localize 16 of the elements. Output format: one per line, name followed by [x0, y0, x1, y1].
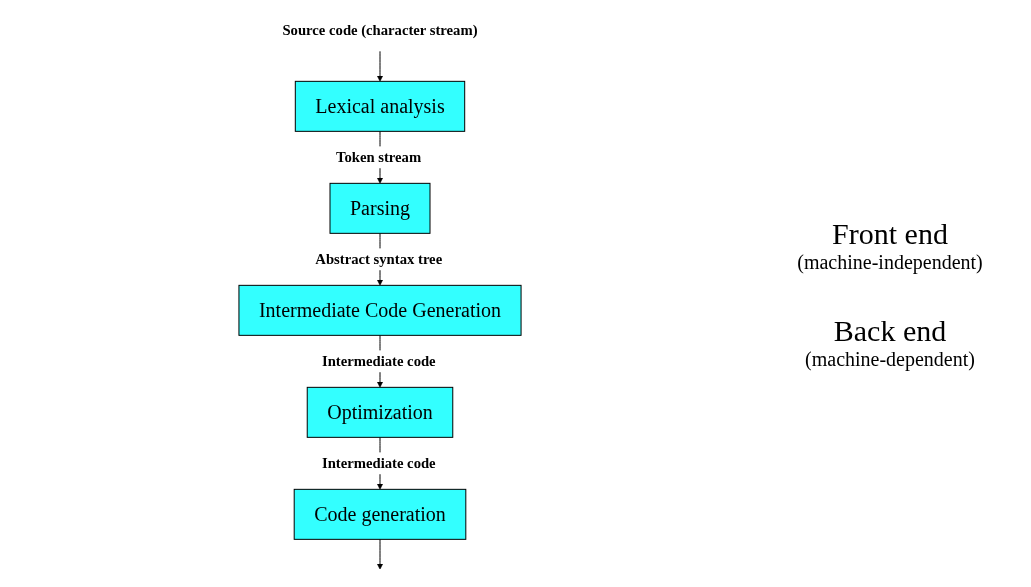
section-label: Front end	[832, 216, 948, 251]
node-box: Intermediate Code Generation	[238, 284, 522, 336]
arrow	[377, 538, 383, 570]
arrow	[377, 50, 383, 82]
edge-label: Intermediate code	[321, 352, 436, 370]
node-text: Source code (character stream)	[282, 21, 478, 39]
node-box: Optimization	[306, 386, 454, 438]
node-box: Lexical analysis	[294, 80, 466, 132]
section-note: (machine-independent)	[797, 250, 983, 274]
section-label: Back end	[833, 313, 947, 348]
section-note: (machine-dependent)	[805, 347, 975, 371]
edge-label: Abstract syntax tree	[315, 250, 443, 268]
edge-label: Intermediate code	[321, 454, 436, 472]
node-box: Code generation	[293, 488, 467, 540]
node-box: Parsing	[329, 182, 431, 234]
edge-label: Token stream	[336, 148, 422, 166]
